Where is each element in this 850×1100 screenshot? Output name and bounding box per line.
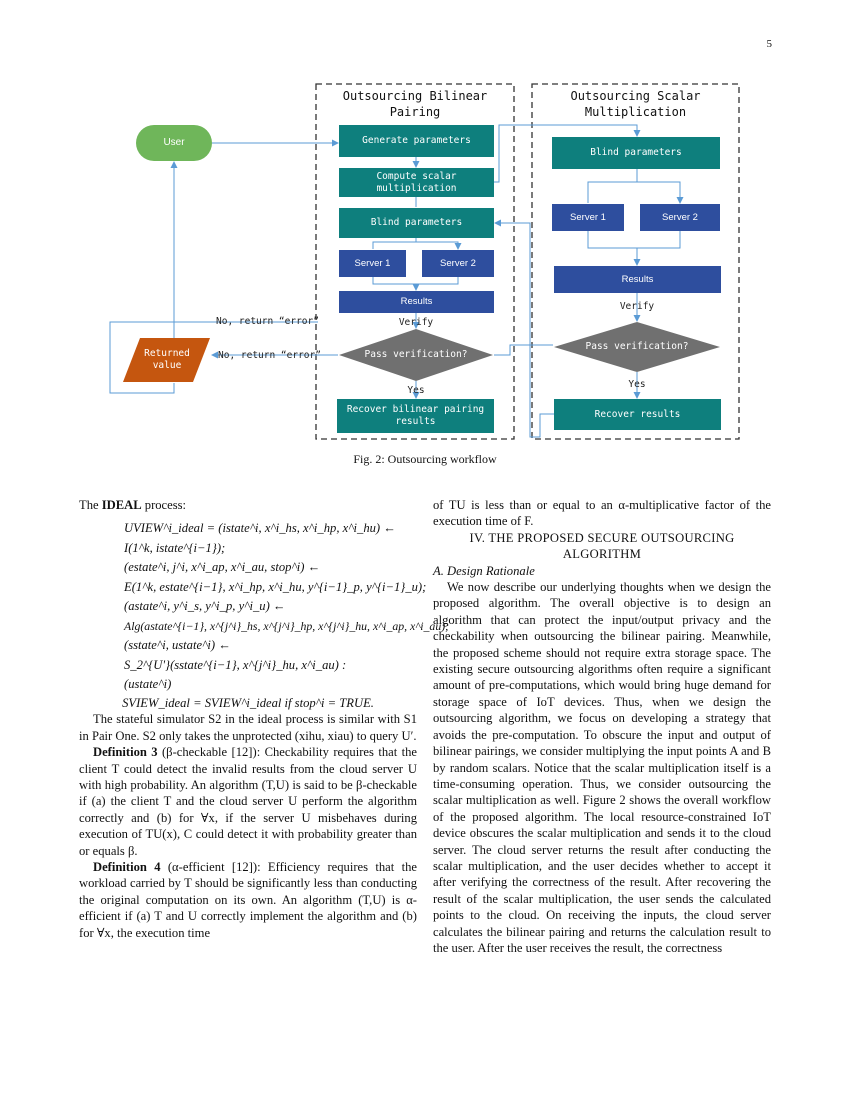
scalar-title-line-2: Multiplication (584, 105, 687, 119)
decision-right-label: Pass verification? (585, 341, 689, 352)
design-rationale-body: We now describe our underlying thoughts … (433, 580, 771, 955)
left-column: The IDEAL process: UVIEW^i_ideal = (ista… (79, 497, 450, 941)
server1-right-label: Server 1 (570, 211, 606, 223)
results-left-label: Results (400, 296, 433, 307)
section-heading: IV. THE PROPOSED SECURE OUTSOURCING ALGO… (469, 530, 735, 562)
blind-left-label: Blind parameters (370, 217, 463, 228)
compute-label: Compute scalar multiplication (339, 168, 494, 197)
continuation-paragraph: of TU is less than or equal to an α-mult… (433, 498, 771, 529)
bilinear-group-title: Outsourcing Bilinear Pairing (316, 88, 514, 120)
equation-line: (astate^i, y^i_s, y^i_p, y^i_u) ← (124, 599, 286, 614)
server2-left-label: Server 2 (440, 257, 476, 269)
right-column: of TU is less than or equal to an α-mult… (433, 497, 771, 956)
bilinear-title-line-1: Outsourcing Bilinear (342, 89, 488, 103)
results-right-label: Results (621, 273, 654, 285)
server2-right (640, 204, 720, 231)
equation-line: (sstate^i, ustate^i) ← (124, 638, 231, 653)
decision-right (554, 322, 720, 372)
ideal-bold: IDEAL (101, 498, 142, 512)
ideal-pre: The (79, 498, 102, 512)
equation-line: (estate^i, j^i, x^i_ap, x^i_au, stop^i) … (124, 560, 321, 575)
def4-title: Definition 4 (93, 859, 161, 874)
recover-left (337, 399, 494, 433)
compute-box (339, 168, 494, 197)
ideal-equations: UVIEW^i_ideal = (istate^i, x^i_hs, x^i_h… (124, 519, 450, 695)
recover-left-line-1: Recover bilinear pairing (346, 404, 485, 415)
figure-caption: Fig. 2: Outsourcing workflow (353, 452, 497, 466)
results-right (554, 266, 721, 293)
generate-box (339, 125, 494, 157)
user-label: User (163, 137, 185, 148)
recover-right (554, 399, 721, 430)
scalar-group-frame (531, 83, 740, 440)
compute-line-2: multiplication (376, 182, 457, 194)
subsection-heading: A. Design Rationale (433, 563, 535, 578)
equation-line: I(1^k, istate^{i−1}); (124, 540, 226, 555)
compute-line-1: Compute scalar (376, 170, 457, 182)
decision-left-label: Pass verification? (364, 349, 468, 360)
yes-right-label: Yes (628, 379, 646, 390)
recover-right-label: Recover results (594, 408, 681, 420)
scalar-group-title: Outsourcing Scalar Multiplication (532, 88, 739, 120)
server2-right-label: Server 2 (662, 211, 698, 223)
def3-title: Definition 3 (93, 745, 158, 760)
returned-line-2: value (152, 360, 182, 371)
yes-left-label: Yes (407, 385, 425, 396)
sview-equation: SVIEW_ideal = SVIEW^i_ideal if stop^i = … (122, 695, 374, 710)
blind-box-right (552, 137, 720, 169)
equation-line: (ustate^i) (124, 677, 172, 692)
no-error-label-2: No, return “error” (218, 350, 321, 361)
returned-value-node (123, 338, 210, 382)
ideal-label: The IDEAL process: (79, 497, 417, 513)
recover-left-line-2: results (395, 416, 436, 427)
equation-line: E(1^k, estate^{i−1}, x^i_hp, x^i_hu, y^{… (124, 579, 427, 594)
no-error-label-1: No, return “error” (216, 316, 319, 327)
generate-label: Generate parameters (362, 135, 471, 146)
equation-line: S_2^{U'}(sstate^{i−1}, x^{j^i}_hu, x^i_a… (124, 657, 347, 672)
server1-left (339, 250, 406, 277)
equation-line: UVIEW^i_ideal = (istate^i, x^i_hs, x^i_h… (124, 521, 396, 536)
ideal-post: process: (141, 498, 187, 512)
returned-line-1: Returned (144, 348, 190, 359)
bilinear-title-line-2: Pairing (389, 105, 441, 119)
outsourcing-workflow-figure: Outsourcing Bilinear Pairing Outsourcing… (0, 0, 850, 470)
scalar-title-line-1: Outsourcing Scalar (570, 89, 701, 103)
def3-body: (β-checkable [12]): Checkability require… (79, 745, 417, 858)
blind-right-label: Blind parameters (590, 147, 682, 158)
user-node (136, 125, 212, 161)
equation-line: Alg(astate^{i−1}, x^{j^i}_hs, x^{j^i}_hp… (124, 618, 450, 633)
simulator-paragraph: The stateful simulator S2 in the ideal p… (79, 712, 417, 743)
decision-left (339, 329, 493, 381)
server2-left (422, 250, 494, 277)
verify-right-label: Verify (619, 301, 655, 312)
returned-value-label: Returned value (126, 338, 208, 382)
results-left (339, 291, 494, 313)
server1-left-label: Server 1 (354, 257, 391, 269)
definition-4: Definition 4 (α-efficient [12]): Efficie… (79, 859, 417, 941)
definition-3: Definition 3 (β-checkable [12]): Checkab… (79, 744, 417, 859)
bilinear-group-frame (315, 83, 515, 440)
def4-body: (α-efficient [12]): Efficiency requires … (79, 859, 417, 940)
blind-box-left (339, 208, 494, 238)
server1-right (552, 204, 624, 231)
verify-left-label: Verify (398, 317, 434, 328)
recover-left-label: Recover bilinear pairing results (337, 399, 494, 433)
page-number: 5 (766, 38, 773, 50)
workflow-diagram (109, 83, 740, 440)
